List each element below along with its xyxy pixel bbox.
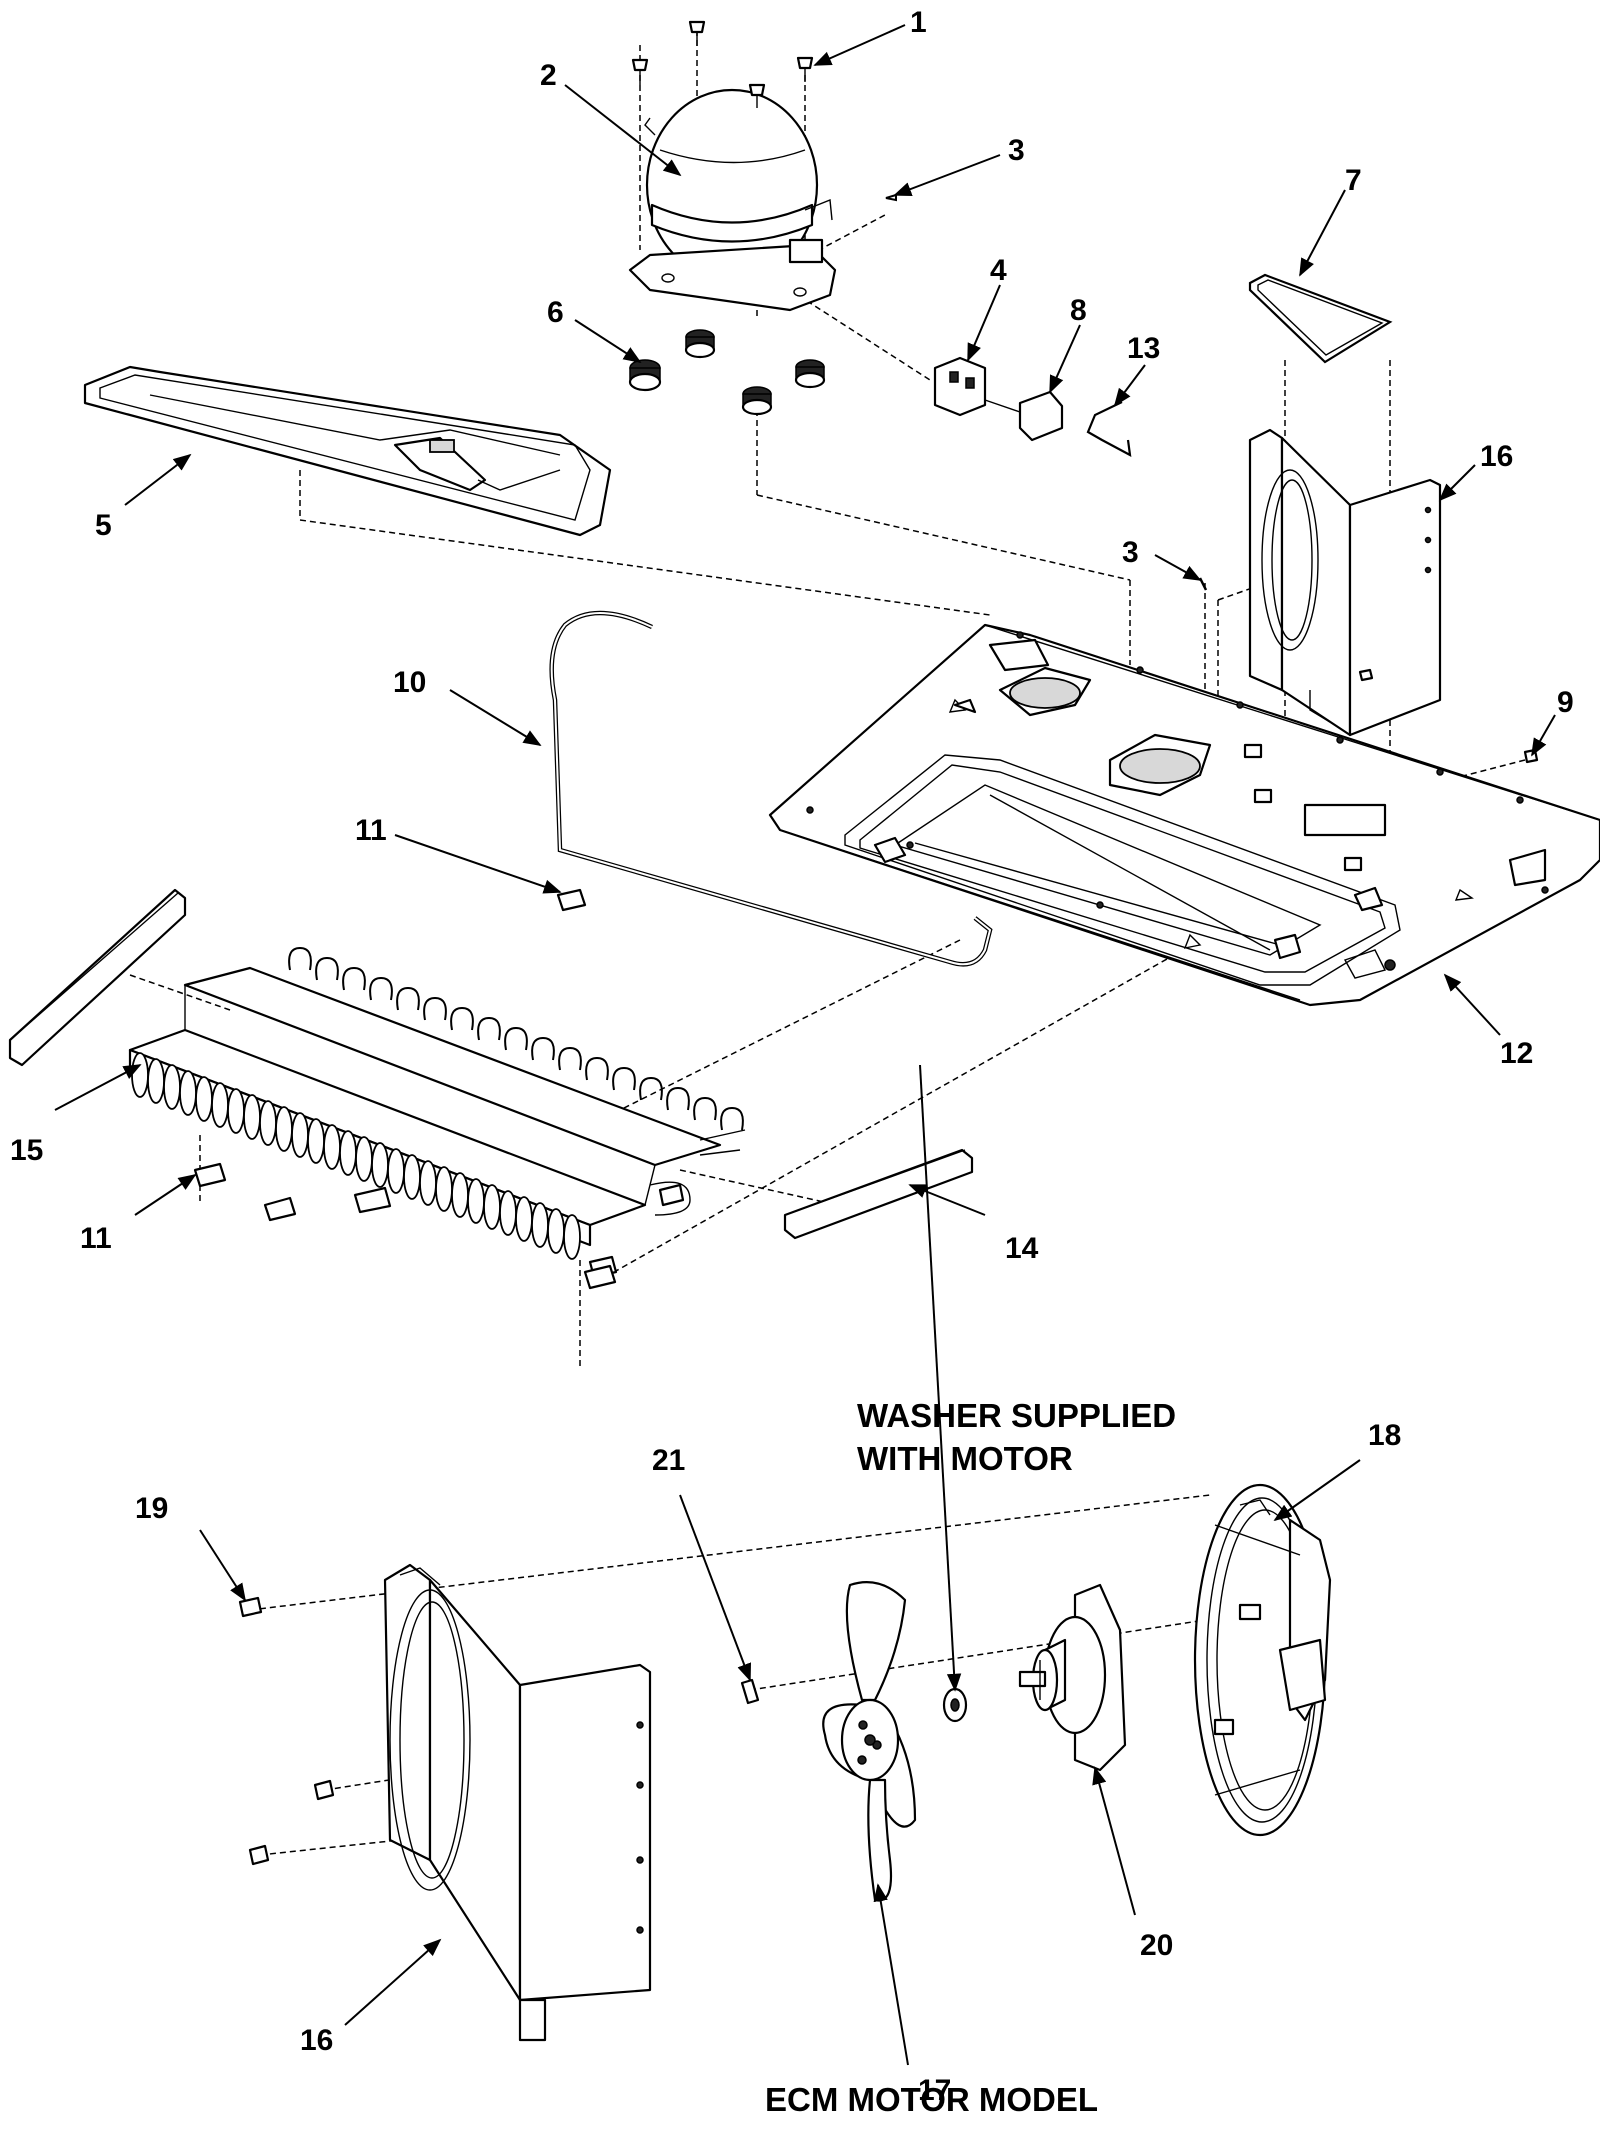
- callout-11-bottom: 11: [80, 1222, 112, 1255]
- callout-16-top: 16: [1480, 440, 1513, 473]
- sleeve-11-top: [556, 888, 587, 912]
- callout-11-top: 11: [355, 814, 387, 847]
- callout-5: 5: [95, 509, 112, 542]
- callout-20: 20: [1140, 1929, 1173, 1962]
- callout-21: 21: [652, 1444, 685, 1477]
- callout-18: 18: [1368, 1419, 1401, 1452]
- screw-3-top: [885, 193, 897, 202]
- condenser-shroud-top: [1248, 428, 1442, 737]
- callout-17: 17: [918, 2074, 951, 2107]
- callout-labels: 1 2 3 7 4 6 8 13 16 5 3 9 10 11 12 15 11…: [10, 6, 1574, 2118]
- base-plate: [768, 623, 1600, 1007]
- callout-2: 2: [540, 59, 557, 92]
- compressor: [628, 88, 837, 312]
- callout-8: 8: [1070, 294, 1087, 327]
- grommets: [628, 329, 826, 416]
- shroud-cover: [1248, 273, 1393, 364]
- condenser-coil: [128, 946, 746, 1260]
- callout-6: 6: [547, 296, 564, 329]
- callout-14: 14: [1005, 1232, 1039, 1265]
- condenser-shroud-bottom: [383, 1563, 652, 2042]
- callout-9: 9: [1557, 686, 1574, 719]
- callout-12: 12: [1500, 1037, 1533, 1070]
- callout-10: 10: [393, 666, 426, 699]
- callout-13: 13: [1127, 332, 1160, 365]
- relay-overload: [933, 356, 987, 417]
- fan-blade: [822, 1581, 917, 1902]
- compressor-bolts: [631, 20, 814, 108]
- model-caption: ECM MOTOR MODEL: [765, 2081, 1098, 2118]
- condensate-tube: [549, 610, 993, 967]
- callout-3-top: 3: [1008, 134, 1025, 167]
- shroud-screws: [248, 1779, 335, 1866]
- leader-lines: [54, 24, 1556, 2066]
- callout-16-bottom: 16: [300, 2024, 333, 2057]
- callout-4: 4: [990, 254, 1007, 287]
- seal-strip-left: [8, 888, 187, 1067]
- callout-1: 1: [910, 6, 927, 39]
- washer: [942, 1687, 968, 1723]
- sleeves-11-bottom: [193, 1162, 685, 1290]
- drain-pan: [83, 365, 612, 537]
- fan-motor: [1018, 1583, 1127, 1772]
- screw-19: [238, 1596, 263, 1618]
- washer-note-line2: WITH MOTOR: [857, 1440, 1073, 1477]
- callout-3-lower: 3: [1122, 536, 1139, 569]
- clip-21: [740, 1678, 760, 1705]
- callout-7: 7: [1345, 164, 1362, 197]
- fan-bracket: [1193, 1483, 1332, 1837]
- capacitor: [984, 390, 1064, 442]
- washer-note-line1: WASHER SUPPLIED: [857, 1397, 1176, 1434]
- callout-19: 19: [135, 1492, 168, 1525]
- callout-15: 15: [10, 1134, 43, 1167]
- wire-clip: [1086, 401, 1132, 457]
- seal-strip-right: [783, 1148, 974, 1240]
